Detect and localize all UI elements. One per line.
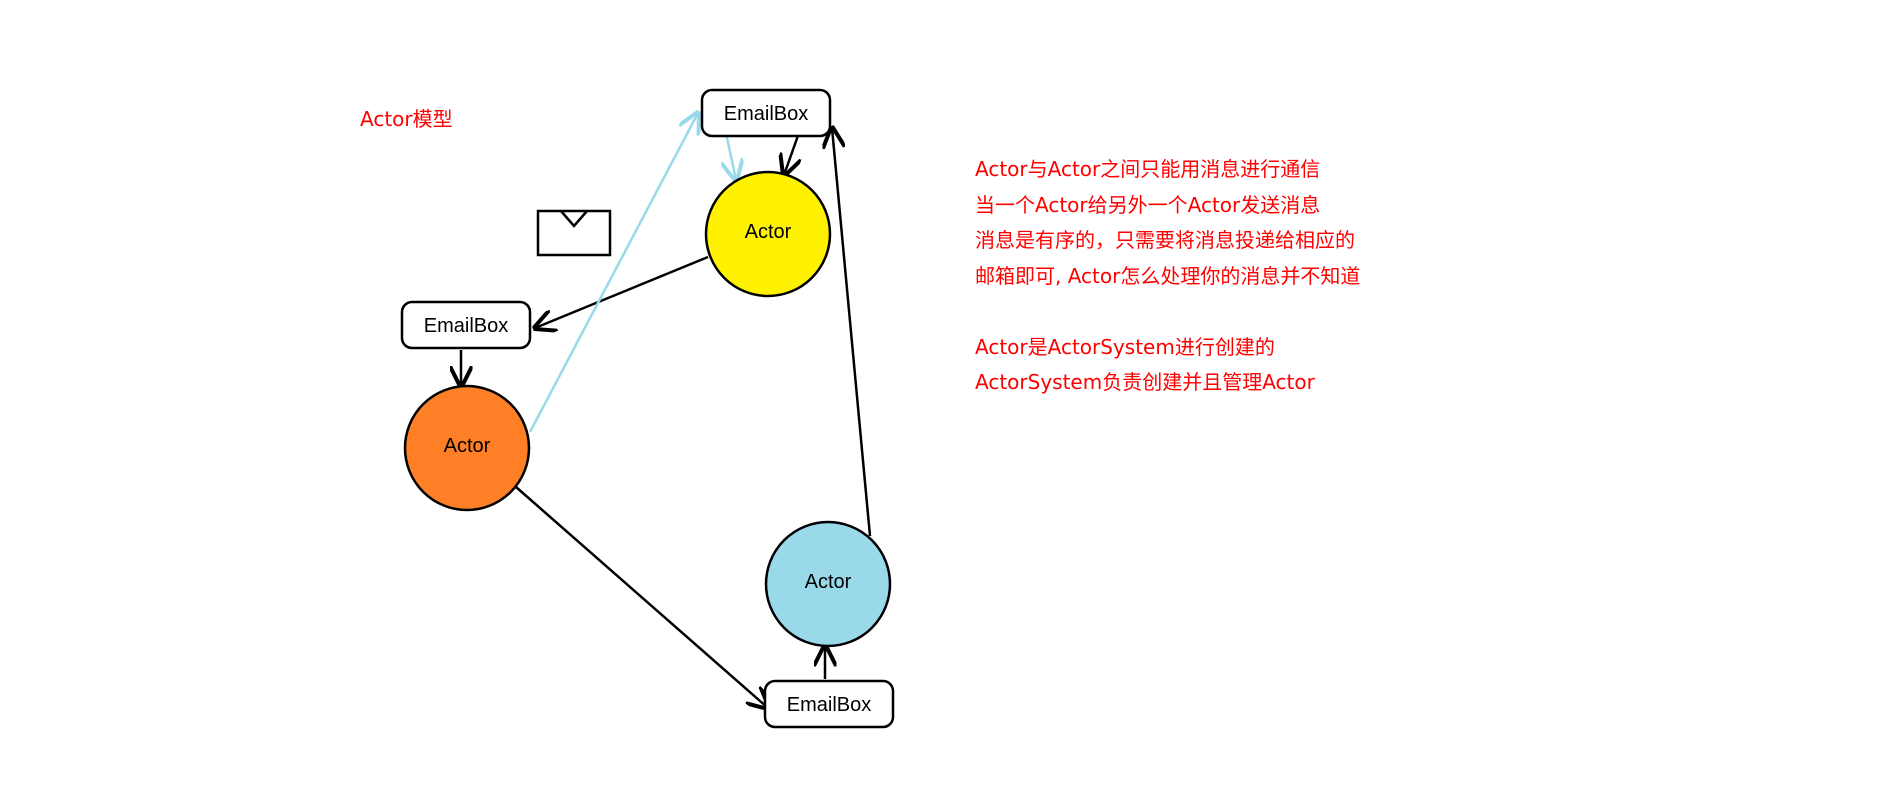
actor-orange-label: Actor: [444, 435, 491, 457]
actor-blue: Actor: [764, 520, 892, 648]
actor-yellow: Actor: [704, 170, 832, 298]
actor-orange: Actor: [403, 384, 531, 512]
emailbox-top-label: EmailBox: [724, 103, 808, 125]
diagram-title: Actor模型: [360, 107, 453, 131]
explanation-notes: Actor与Actor之间只能用消息进行通信 当一个Actor给另外一个Acto…: [975, 152, 1360, 401]
edge-actor-orange-to-emailbox-bottom: [515, 486, 768, 708]
envelope-icon: [536, 209, 612, 257]
edge-emailbox-top-to-actor-yellow-blue: [726, 132, 736, 180]
edge-emailbox-top-to-actor-yellow-black: [784, 129, 800, 175]
notes-line-4: 邮箱即可, Actor怎么处理你的消息并不知道: [975, 263, 1361, 288]
edge-actor-blue-to-emailbox-top: [832, 128, 872, 537]
emailbox-left-label: EmailBox: [424, 315, 508, 337]
actor-yellow-label: Actor: [745, 221, 792, 243]
notes-line-3: 消息是有序的，只需要将消息投递给相应的: [975, 228, 1355, 252]
emailbox-bottom: EmailBox: [763, 679, 895, 729]
notes-spacer: [975, 294, 1360, 330]
emailbox-bottom-label: EmailBox: [787, 694, 871, 716]
notes-line-6: ActorSystem负责创建并且管理Actor: [975, 370, 1315, 394]
notes-line-5: Actor是ActorSystem进行创建的: [975, 334, 1275, 359]
edge-actor-yellow-to-emailbox-left: [535, 255, 709, 328]
emailbox-top: EmailBox: [700, 88, 832, 138]
actor-blue-label: Actor: [805, 571, 852, 593]
notes-line-2: 当一个Actor给另外一个Actor发送消息: [975, 192, 1321, 217]
edge-actor-orange-to-emailbox-top: [528, 113, 698, 433]
emailbox-left: EmailBox: [400, 300, 532, 350]
notes-line-1: Actor与Actor之间只能用消息进行通信: [975, 157, 1321, 181]
